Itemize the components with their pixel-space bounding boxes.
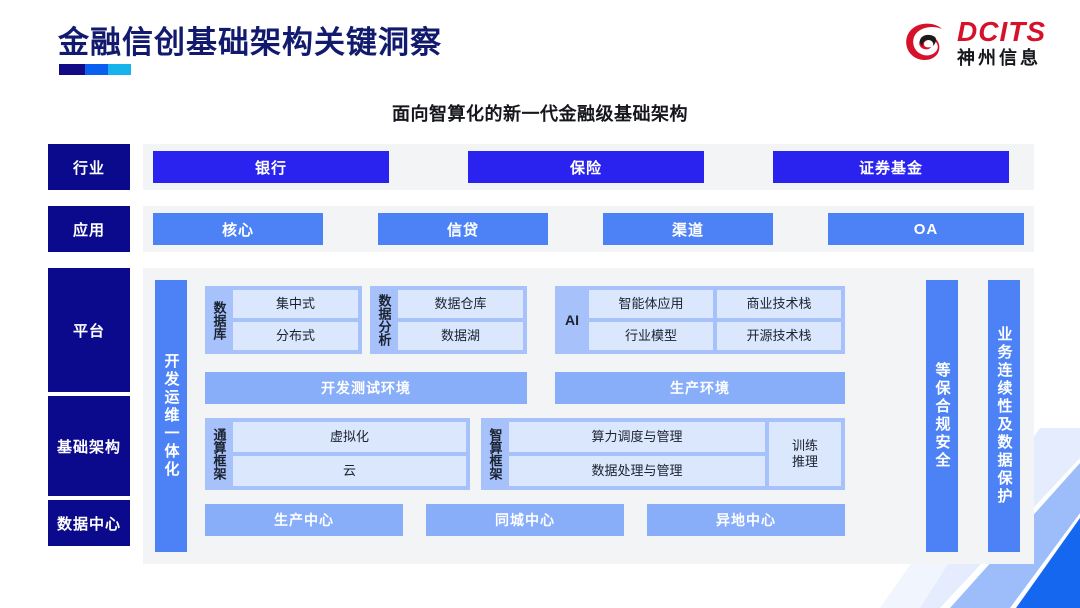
page-title: 金融信创基础架构关键洞察: [58, 25, 442, 60]
cell-compute-scheduling[interactable]: 算力调度与管理: [509, 422, 765, 452]
cell-data-lake[interactable]: 数据湖: [398, 322, 523, 350]
cell-training-inference[interactable]: 训练 推理: [769, 422, 841, 486]
bar-production-center[interactable]: 生产中心: [205, 504, 403, 536]
cell-data-processing[interactable]: 数据处理与管理: [509, 456, 765, 486]
diagram-subtitle: 面向智算化的新一代金融级基础架构: [392, 104, 688, 124]
module-data-analytics-label: 数据分析: [376, 294, 392, 346]
module-general-compute-framework[interactable]: 通算框架 虚拟化 云: [205, 418, 470, 490]
industry-item-insurance[interactable]: 保险: [468, 151, 704, 183]
vertical-bar-devops[interactable]: 开发运维一体化: [155, 280, 187, 552]
cell-virtualization[interactable]: 虚拟化: [233, 422, 466, 452]
side-label-data-center: 数据中心: [48, 500, 130, 546]
industry-item-bank[interactable]: 银行: [153, 151, 389, 183]
brand-logo: DCITS 神州信息: [901, 18, 1046, 67]
cell-data-warehouse[interactable]: 数据仓库: [398, 290, 523, 318]
logo-en-text: DCITS: [957, 16, 1046, 47]
side-label-industry: 行业: [48, 144, 130, 190]
application-item-credit[interactable]: 信贷: [378, 213, 548, 245]
cell-commercial-stack[interactable]: 商业技术栈: [717, 290, 841, 318]
title-underline-rule: [59, 64, 131, 75]
application-row-panel: 核心 信贷 渠道 OA: [143, 206, 1034, 252]
module-intelligent-compute-framework[interactable]: 智算框架 算力调度与管理 数据处理与管理 训练 推理: [481, 418, 845, 490]
module-database[interactable]: 数据库 集中式 分布式: [205, 286, 362, 354]
cell-centralized[interactable]: 集中式: [233, 290, 358, 318]
side-label-application: 应用: [48, 206, 130, 252]
bar-remote-center[interactable]: 异地中心: [647, 504, 845, 536]
module-data-analytics[interactable]: 数据分析 数据仓库 数据湖: [370, 286, 527, 354]
application-item-oa[interactable]: OA: [828, 213, 1024, 245]
module-database-label: 数据库: [211, 300, 227, 340]
vertical-bar-compliance-security[interactable]: 等保合规安全: [926, 280, 958, 552]
architecture-diagram: 行业 应用 平台 基础架构 数据中心 银行 保险 证券基金 核心 信贷 渠道 O…: [48, 144, 1034, 564]
side-label-platform: 平台: [48, 268, 130, 392]
bar-dev-test-environment[interactable]: 开发测试环境: [205, 372, 527, 404]
cell-cloud[interactable]: 云: [233, 456, 466, 486]
module-ai[interactable]: AI 智能体应用 商业技术栈 行业模型 开源技术栈: [555, 286, 845, 354]
cell-industry-model[interactable]: 行业模型: [589, 322, 713, 350]
cell-open-source-stack[interactable]: 开源技术栈: [717, 322, 841, 350]
vertical-bar-business-continuity[interactable]: 业务连续性及数据保护: [988, 280, 1020, 552]
bar-production-environment[interactable]: 生产环境: [555, 372, 845, 404]
module-general-compute-label: 通算框架: [211, 428, 227, 480]
swirl-logo-icon: [906, 23, 942, 60]
side-label-infrastructure: 基础架构: [48, 396, 130, 496]
cell-agent-application[interactable]: 智能体应用: [589, 290, 713, 318]
module-ai-label: AI: [565, 312, 579, 328]
industry-item-securities[interactable]: 证券基金: [773, 151, 1009, 183]
application-item-channel[interactable]: 渠道: [603, 213, 773, 245]
module-intelligent-compute-label: 智算框架: [487, 428, 503, 480]
application-item-core[interactable]: 核心: [153, 213, 323, 245]
bar-same-city-center[interactable]: 同城中心: [426, 504, 624, 536]
industry-row-panel: 银行 保险 证券基金: [143, 144, 1034, 190]
cell-distributed[interactable]: 分布式: [233, 322, 358, 350]
platform-infrastructure-panel: 开发运维一体化 等保合规安全 业务连续性及数据保护 数据库 集中式 分布式 数据…: [143, 268, 1034, 564]
logo-cn-text: 神州信息: [957, 48, 1041, 68]
